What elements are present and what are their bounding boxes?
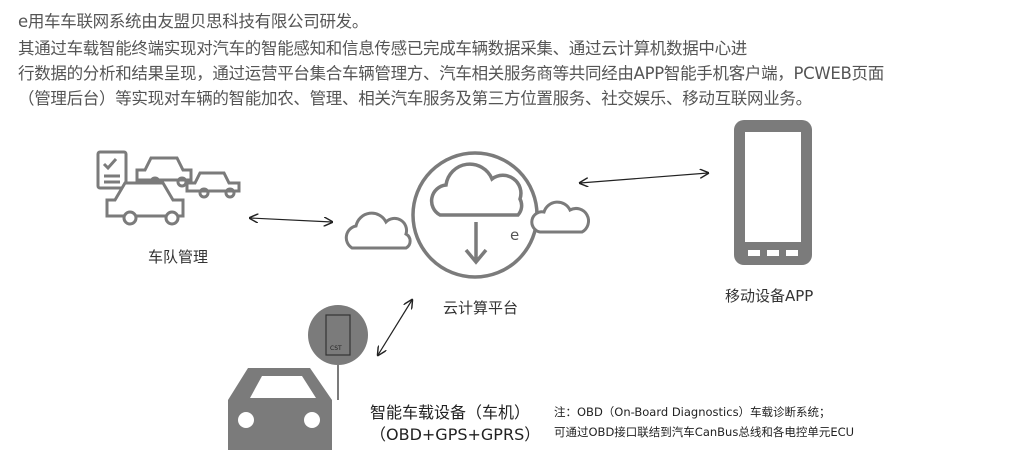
cloud-platform-icon — [344, 151, 591, 279]
intro-line-4: （管理后台）等实现对车辆的智能加农、管理、相关汽车服务及第三方位置服务、社交娱乐… — [18, 89, 812, 108]
car-icon — [228, 368, 332, 450]
fleet-cloud-arrow — [250, 218, 332, 222]
fleet-icon — [96, 150, 241, 226]
cloud-mobile-arrow — [580, 173, 708, 183]
intro-line-3: 行数据的分析和结果呈现，通过运营平台集合车辆管理方、汽车相关服务商等共同经由AP… — [18, 64, 884, 83]
device-label-1: 智能车载设备（车机） — [370, 403, 531, 422]
obd-note-1: 注：OBD（On-Board Diagnostics）车载诊断系统； — [554, 405, 831, 419]
cloud-label: 云计算平台 — [443, 299, 519, 317]
obd-device-icon — [308, 305, 368, 400]
intro-line-2: 其通过车载智能终端实现对汽车的智能感知和信息传感已完成车辆数据采集、通过云计算机… — [18, 39, 748, 58]
mobile-phone-icon — [734, 120, 812, 265]
mobile-label: 移动设备APP — [725, 287, 814, 305]
intro-line-1: e用车车联网系统由友盟贝思科技有限公司研发。 — [18, 12, 369, 31]
obd-note-2: 可通过OBD接口联结到汽车CanBus总线和各电控单元ECU — [554, 425, 855, 439]
cloud-logo-letter: e — [510, 226, 519, 244]
device-label-2: （OBD+GPS+GPRS） — [370, 425, 541, 444]
fleet-label: 车队管理 — [148, 248, 209, 266]
device-cloud-arrow — [378, 300, 412, 355]
obd-chip-text: CST — [330, 345, 342, 352]
